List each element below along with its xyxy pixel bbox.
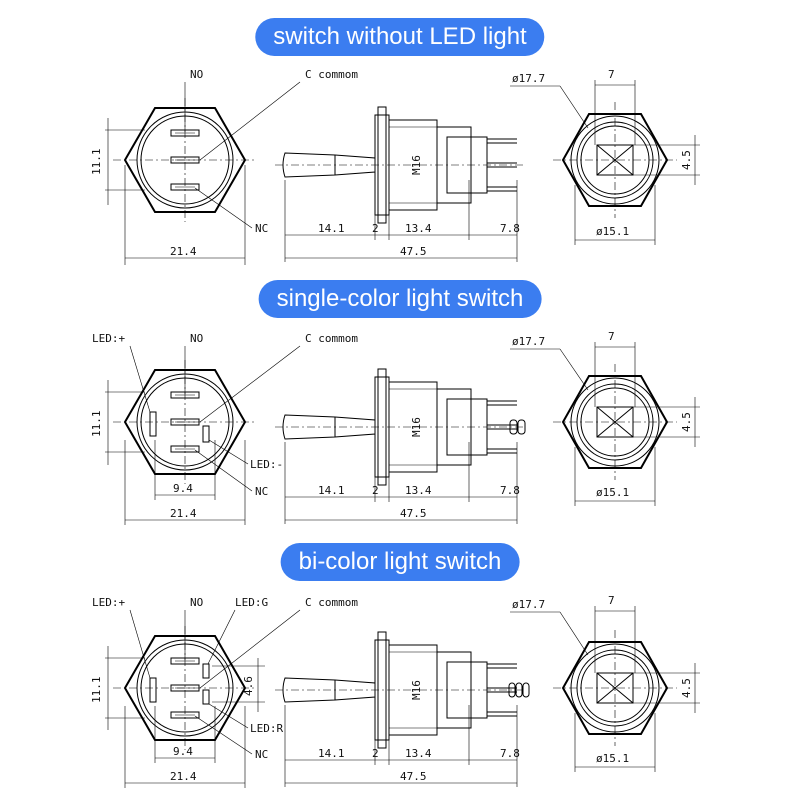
svg-text:ø17.7: ø17.7 xyxy=(512,598,545,611)
svg-text:9.4: 9.4 xyxy=(173,745,193,758)
svg-text:C commom: C commom xyxy=(305,332,358,345)
label-m16: M16 xyxy=(410,155,423,175)
svg-text:7: 7 xyxy=(608,330,615,343)
section-bi-color: 11.1 4.6 9.4 21.4 LED:+ NO LED:G C commo… xyxy=(90,594,700,788)
label-led-minus: LED:- xyxy=(250,458,283,471)
svg-text:NC: NC xyxy=(255,748,268,761)
title-bi-color: bi-color light switch xyxy=(280,543,520,581)
svg-text:13.4: 13.4 xyxy=(405,484,432,497)
svg-text:47.5: 47.5 xyxy=(400,507,427,520)
label-led-g: LED:G xyxy=(235,596,268,609)
dim-hex-width: 21.4 xyxy=(170,245,197,258)
svg-text:NC: NC xyxy=(255,485,268,498)
svg-text:11.1: 11.1 xyxy=(90,677,103,704)
svg-text:NO: NO xyxy=(190,596,203,609)
svg-text:4.5: 4.5 xyxy=(680,412,693,432)
section-single-color: 11.1 9.4 21.4 LED:+ NO C commom LED:- NC… xyxy=(90,330,700,525)
title-no-led: switch without LED light xyxy=(255,18,545,56)
svg-text:21.4: 21.4 xyxy=(170,507,197,520)
svg-text:NO: NO xyxy=(190,332,203,345)
svg-text:ø17.7: ø17.7 xyxy=(512,335,545,348)
svg-text:21.4: 21.4 xyxy=(170,770,197,783)
svg-text:2: 2 xyxy=(372,747,379,760)
svg-text:7.8: 7.8 xyxy=(500,484,520,497)
svg-text:14.1: 14.1 xyxy=(318,484,345,497)
label-no: NO xyxy=(190,68,203,81)
dim-outer-dia: ø17.7 xyxy=(512,72,545,85)
svg-text:4.5: 4.5 xyxy=(680,678,693,698)
dim-flat-height: 4.5 xyxy=(680,150,693,170)
dim-flat-width: 7 xyxy=(608,68,615,81)
svg-text:47.5: 47.5 xyxy=(400,770,427,783)
svg-text:ø15.1: ø15.1 xyxy=(596,486,629,499)
label-nc: NC xyxy=(255,222,268,235)
dim-inner-dia: ø15.1 xyxy=(596,225,629,238)
svg-text:7.8: 7.8 xyxy=(500,747,520,760)
dim-pin: 7.8 xyxy=(500,222,520,235)
dim-led-pin-gap: 4.6 xyxy=(242,676,255,696)
title-single-color: single-color light switch xyxy=(258,280,542,318)
svg-text:LED:+: LED:+ xyxy=(92,596,125,609)
svg-text:11.1: 11.1 xyxy=(90,411,103,438)
section-no-led: 11.1 21.4 NO C commom NC M16 14.1 2 13.4… xyxy=(90,68,700,265)
dim-nut: 2 xyxy=(372,222,379,235)
dim-hex-height: 11.1 xyxy=(90,149,103,176)
dim-lever: 14.1 xyxy=(318,222,345,235)
dim-pin-spacing: 9.4 xyxy=(173,482,193,495)
svg-text:M16: M16 xyxy=(410,680,423,700)
svg-text:2: 2 xyxy=(372,484,379,497)
dim-body: 13.4 xyxy=(405,222,432,235)
label-led-r: LED:R xyxy=(250,722,283,735)
svg-text:ø15.1: ø15.1 xyxy=(596,752,629,765)
svg-text:M16: M16 xyxy=(410,417,423,437)
svg-text:7: 7 xyxy=(608,594,615,607)
svg-text:14.1: 14.1 xyxy=(318,747,345,760)
svg-text:13.4: 13.4 xyxy=(405,747,432,760)
label-led-plus: LED:+ xyxy=(92,332,125,345)
label-c-common: C commom xyxy=(305,68,358,81)
dim-total: 47.5 xyxy=(400,245,427,258)
svg-text:C commom: C commom xyxy=(305,596,358,609)
